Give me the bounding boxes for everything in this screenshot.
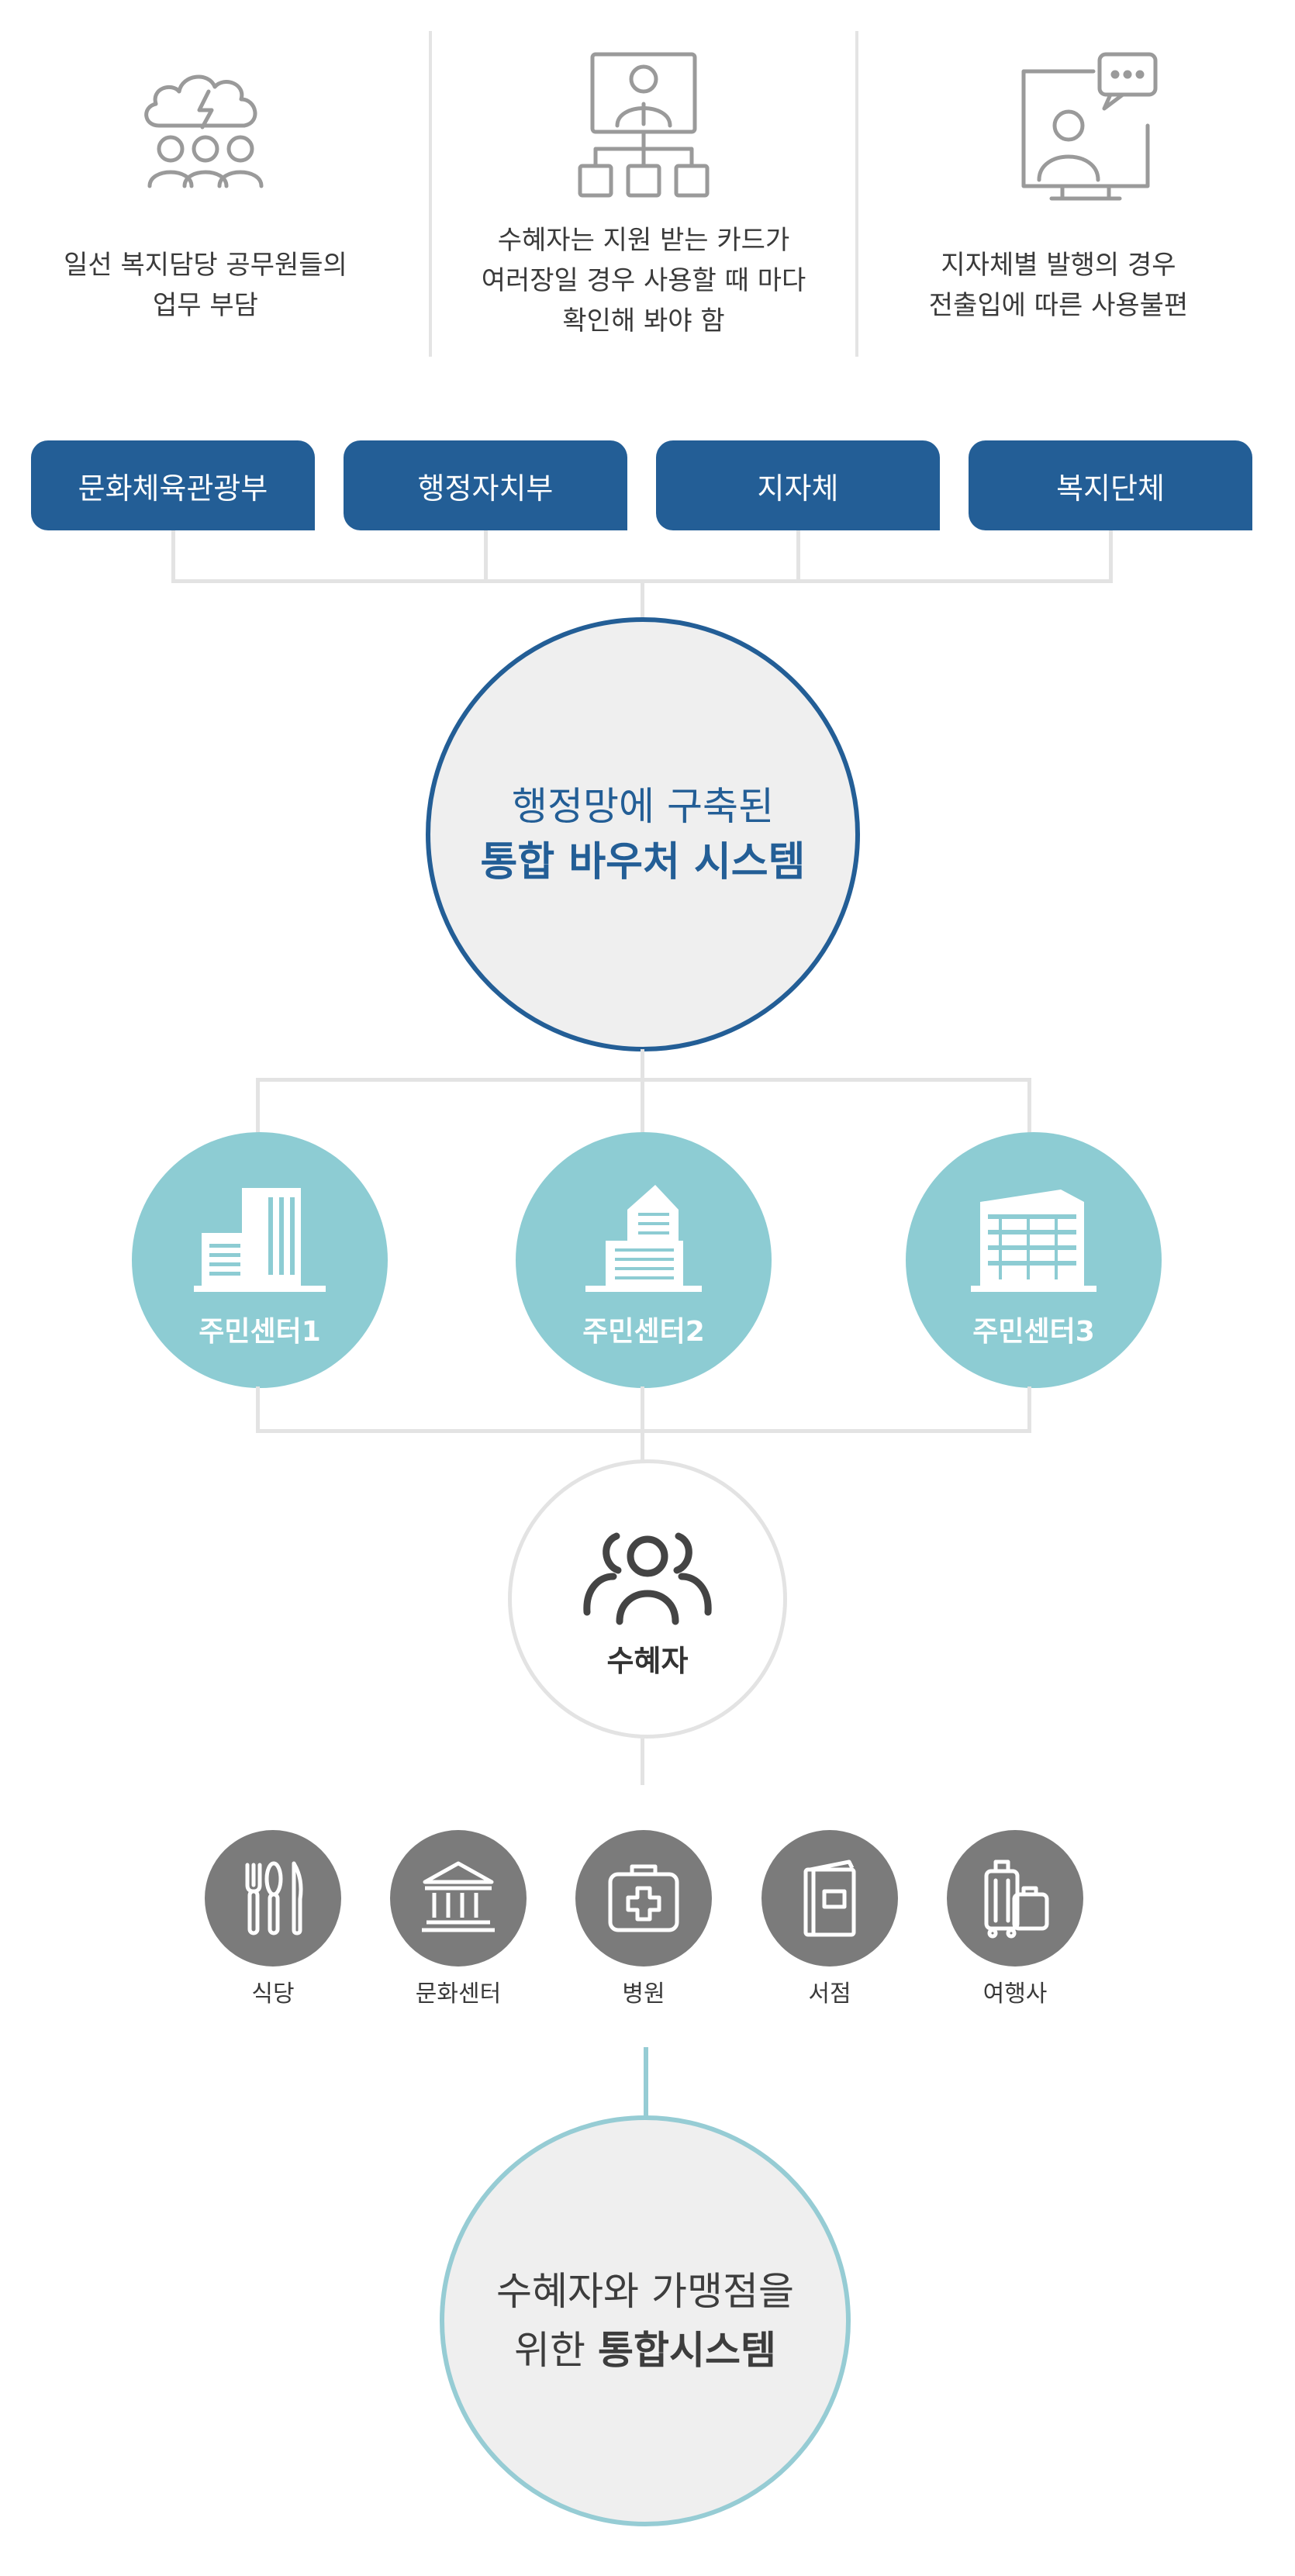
unified-prefix: 위한 [514,2328,598,2373]
museum-icon [422,1861,495,1932]
tower-building-icon [585,1185,702,1292]
connector-line [796,530,800,583]
agency-tab-local-gov: 지자체 [656,440,940,530]
column-divider [855,31,858,357]
connector-line [171,530,175,583]
connector-line [1109,530,1113,583]
stressed-team-icon [144,74,264,188]
connector-line [641,579,644,620]
column-divider [429,31,432,357]
connector-line [641,1078,644,1134]
system-title: 통합 바우처 시스템 [480,839,806,886]
connector-line [256,1386,260,1433]
merchant-label: 식당 [251,1980,295,2008]
community-center-label: 주민센터3 [972,1316,1095,1348]
problem-text-multiple-cards: 수혜자는 지원 받는 카드가 여러장일 경우 사용할 때 마다 확인해 봐야 함 [450,220,837,341]
problem-line: 전출입에 따른 사용불편 [928,290,1189,321]
connector-line [641,1739,644,1785]
problem-line: 업무 부담 [153,290,258,321]
community-center-label: 주민센터2 [582,1316,705,1348]
problem-text-relocation: 지자체별 발행의 경우 전출입에 따른 사용불편 [865,245,1252,326]
connector-line [484,530,488,583]
connector-line [256,1429,1031,1433]
video-chat-monitor-icon [1021,52,1158,201]
first-aid-kit-icon [608,1864,679,1932]
community-center-2: 주민센터2 [516,1132,772,1388]
agency-tab-interior: 행정자치부 [344,440,627,530]
connector-line [641,1386,644,1461]
integrated-voucher-system: 행정망에 구축된 통합 바우처 시스템 [426,617,860,1051]
problem-line: 확인해 봐야 함 [562,306,725,337]
people-group-icon [583,1532,712,1625]
problem-line: 일선 복지담당 공무원들의 [64,250,347,281]
merchant-label: 문화센터 [415,1980,502,2008]
problem-line: 수혜자는 지원 받는 카드가 [497,225,790,256]
merchant-bookstore [761,1830,898,1967]
connector-line [641,1049,644,1080]
beneficiary-node: 수혜자 [508,1459,787,1739]
connector-line [1027,1078,1031,1134]
connector-line [644,2047,648,2117]
problem-text-workload: 일선 복지담당 공무원들의 업무 부담 [12,245,399,326]
merchant-culture-center [390,1830,527,1967]
community-center-3: 주민센터3 [906,1132,1162,1388]
book-icon [803,1859,856,1937]
org-chart-presenter-icon [578,52,710,198]
luggage-icon [984,1859,1049,1939]
community-center-1: 주민센터1 [132,1132,388,1388]
system-subtitle: 행정망에 구축된 [512,784,774,829]
problem-line: 여러장일 경우 사용할 때 마다 [481,265,806,296]
unified-line-2: 위한 통합시스템 [514,2321,776,2380]
merchant-label: 여행사 [982,1980,1048,2008]
cutlery-icon [245,1861,303,1935]
unified-system: 수혜자와 가맹점을 위한 통합시스템 [440,2115,851,2526]
merchant-travel-agency [947,1830,1083,1967]
connector-line [256,1078,260,1134]
connector-line [1027,1386,1031,1433]
merchant-restaurant [205,1830,341,1967]
beneficiary-label: 수혜자 [606,1644,689,1678]
unified-line-1: 수혜자와 가맹점을 [496,2269,794,2314]
community-center-label: 주민센터1 [199,1316,321,1348]
office-buildings-icon [194,1188,326,1292]
merchant-label: 서점 [808,1980,851,2008]
merchant-label: 병원 [622,1980,665,2008]
agency-tab-culture: 문화체육관광부 [31,440,315,530]
merchant-hospital [575,1830,712,1967]
wide-building-icon [971,1190,1096,1292]
agency-tab-welfare-org: 복지단체 [969,440,1252,530]
problem-line: 지자체별 발행의 경우 [941,250,1176,281]
unified-title: 통합시스템 [597,2328,776,2373]
